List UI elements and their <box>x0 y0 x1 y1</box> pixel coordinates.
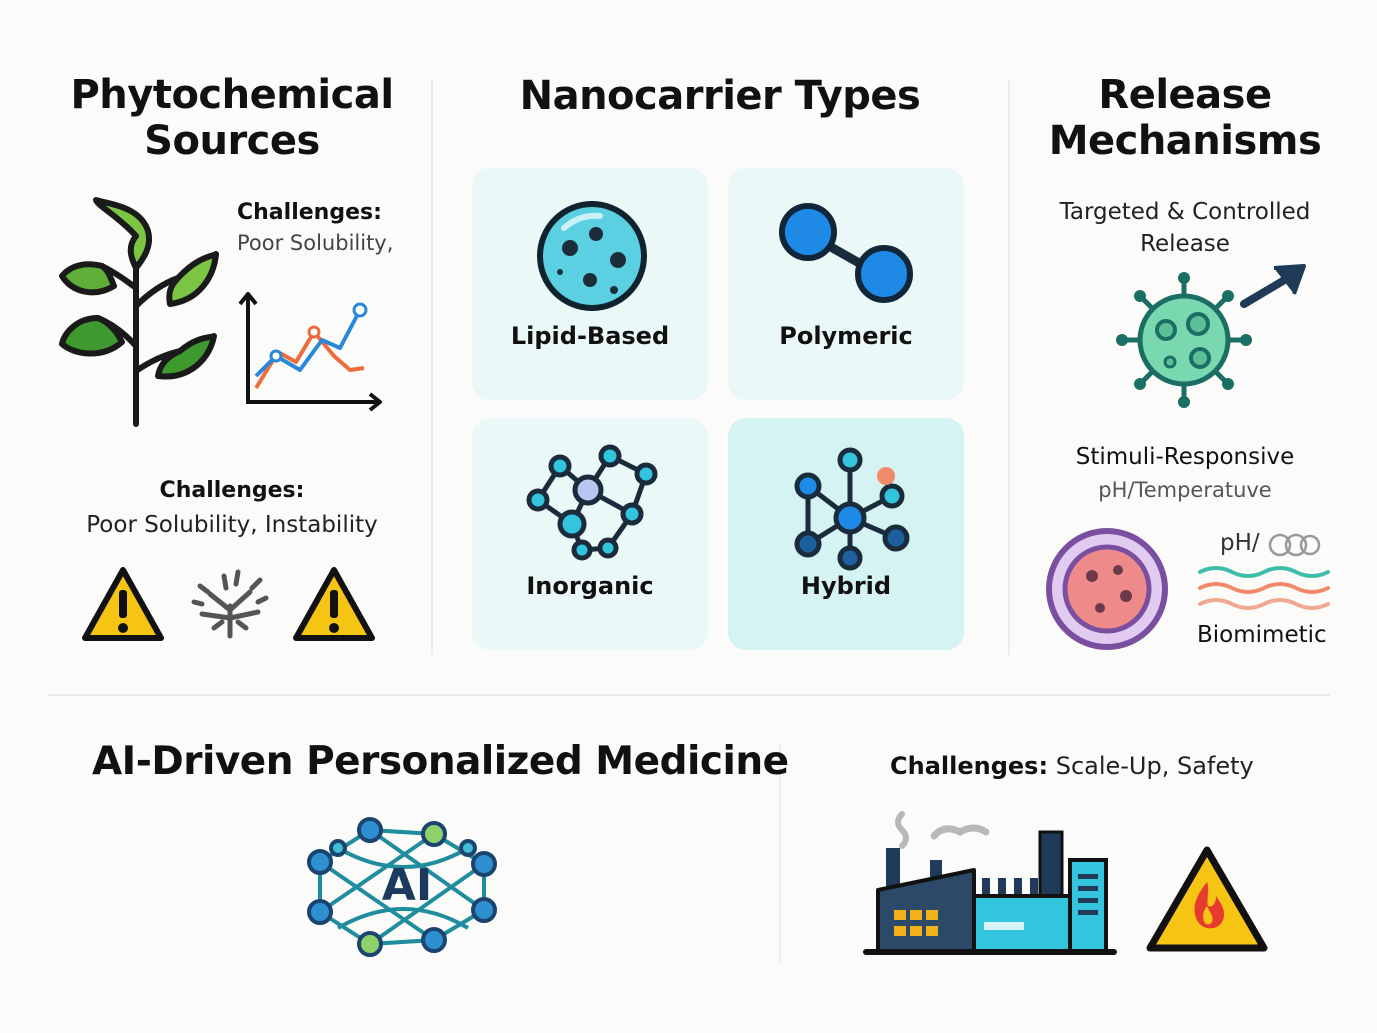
lipid-nanoparticle-icon <box>537 201 647 311</box>
targeted-particle-icon <box>1116 264 1306 408</box>
release-title: Release Mechanisms <box>1020 72 1350 164</box>
phytochemical-title-line1: Phytochemical <box>70 72 394 118</box>
hybrid-molecule-icon <box>794 447 910 571</box>
biomimetic-cell-icon <box>1046 528 1168 650</box>
challenge-text-bottom: Poor Solubility, Instability <box>86 512 378 538</box>
ai-title: AI-Driven Personalized Medicine <box>92 739 789 784</box>
ai-network-icon <box>307 817 497 957</box>
biomimetic-label: Biomimetic <box>1197 622 1327 648</box>
release-title-line2: Mechanisms <box>1048 118 1322 164</box>
card-label-inorganic: Inorganic <box>526 572 654 600</box>
inorganic-lattice-icon <box>526 444 658 561</box>
card-label-polymeric: Polymeric <box>779 322 913 350</box>
plant-icon <box>59 197 219 427</box>
card-polymeric: Polymeric <box>728 168 964 400</box>
targeted-release-text: Targeted & Controlled Release <box>1020 196 1350 260</box>
nanocarrier-title: Nanocarrier Types <box>519 73 921 119</box>
divider-vertical-bottom <box>779 744 781 962</box>
challenge-label-right: Challenges: <box>237 200 382 225</box>
release-title-line1: Release <box>1098 72 1272 118</box>
stimuli-subtitle: pH/Temperatuve <box>1098 478 1272 502</box>
scale-challenge-text: Scale-Up, Safety <box>1055 752 1254 780</box>
divider-horizontal <box>48 694 1330 696</box>
warning-icon-left <box>82 567 164 641</box>
ph-label: pH/ <box>1220 530 1260 556</box>
challenge-label-bottom: Challenges: <box>159 478 305 503</box>
card-inorganic: Inorganic <box>472 418 708 650</box>
challenge-text-right: Poor Solubility, <box>237 231 394 255</box>
temperature-bubbles-icon <box>1268 533 1321 557</box>
factory-icon <box>863 811 1117 955</box>
targeted-release-line2: Release <box>1140 231 1230 257</box>
card-lipid-based: Lipid-Based <box>472 168 708 400</box>
card-hybrid: Hybrid <box>728 418 964 650</box>
line-graph-icon <box>238 292 382 412</box>
warning-icon-right <box>293 567 375 641</box>
fire-hazard-icon <box>1146 846 1268 952</box>
instability-debris-icon <box>191 569 269 639</box>
card-label-hybrid: Hybrid <box>800 572 892 600</box>
divider-vertical-left <box>431 80 433 655</box>
phytochemical-title: Phytochemical Sources <box>50 72 414 164</box>
scale-challenge-label: Challenges: <box>890 752 1049 780</box>
stimuli-title: Stimuli-Responsive <box>1075 444 1295 470</box>
polymeric-molecule-icon <box>779 203 913 303</box>
ai-icon-text: AI <box>381 860 433 911</box>
targeted-release-line1: Targeted & Controlled <box>1059 199 1311 225</box>
wave-lines-icon <box>1198 566 1330 610</box>
scale-challenge: Challenges: Scale-Up, Safety <box>890 752 1254 780</box>
phytochemical-title-line2: Sources <box>144 118 320 164</box>
card-label-lipid-based: Lipid-Based <box>510 322 670 350</box>
divider-vertical-right <box>1008 80 1010 655</box>
